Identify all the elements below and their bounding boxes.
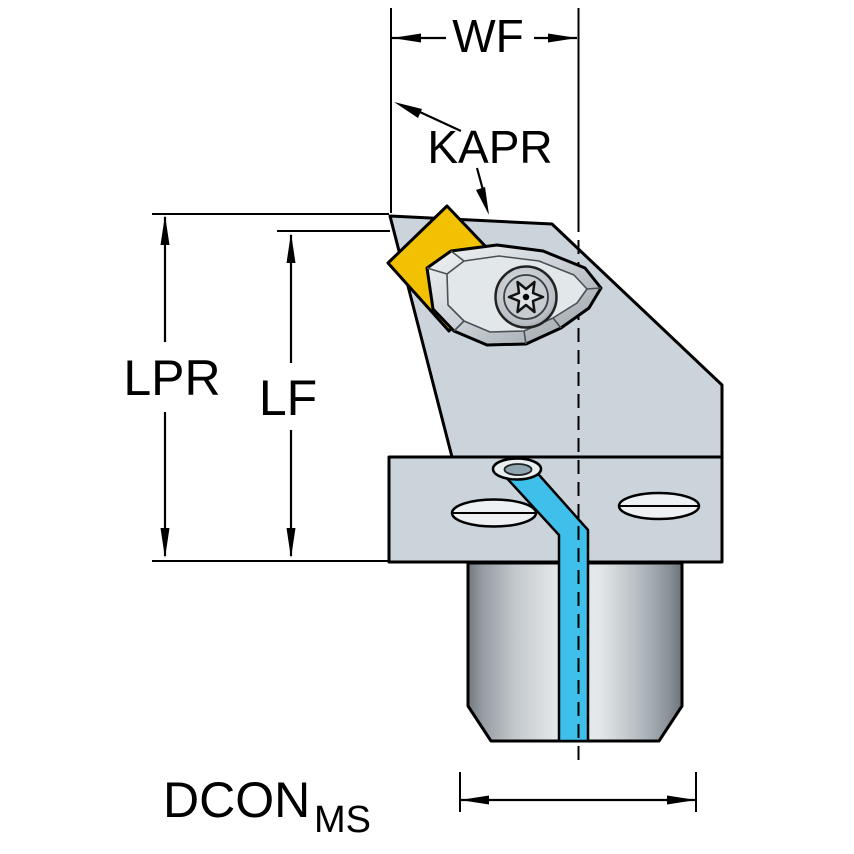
coolant [491, 457, 590, 743]
facet-line [450, 250, 465, 262]
wf-arrow-right [548, 33, 577, 43]
coolant-outlet-bore [503, 463, 533, 476]
trigon-insert-facets [426, 250, 602, 345]
dim-lf: LF [259, 230, 390, 558]
dcon-arrow-right [667, 795, 696, 805]
kapr-arrow-lower [476, 187, 489, 215]
kapr-label: KAPR [427, 121, 552, 173]
dim-lpr: LPR [123, 213, 389, 562]
facet-line [453, 320, 465, 332]
insert-assembly [386, 204, 603, 347]
facet-line [552, 317, 562, 329]
lpr-arrow-top [160, 215, 170, 245]
clamp-slot-left [450, 498, 538, 528]
wf-label: WF [452, 10, 524, 62]
facet-line [586, 287, 602, 290]
clamp-slot-right [617, 491, 701, 521]
dim-wf: WF [390, 8, 577, 213]
screw-center-dot [522, 293, 530, 301]
dim-kapr: KAPR [394, 102, 553, 215]
wf-arrow-left [392, 33, 421, 43]
kapr-arrow-upper [394, 102, 422, 118]
dcon-label: DCON [163, 772, 310, 828]
dim-dcon: DCON MS [163, 772, 697, 841]
facet-line [426, 267, 448, 275]
dcon-arrow-left [460, 795, 489, 805]
torx-screw [494, 265, 558, 329]
facet-line [523, 330, 527, 345]
dcon-subscript-label: MS [314, 799, 371, 841]
kapr-leader-line-lower [475, 167, 485, 191]
lf-arrow-bottom [286, 528, 296, 558]
lpr-label: LPR [123, 350, 220, 406]
lpr-arrow-bottom [160, 528, 170, 558]
lf-label: LF [259, 370, 317, 426]
lf-arrow-top [286, 233, 296, 263]
